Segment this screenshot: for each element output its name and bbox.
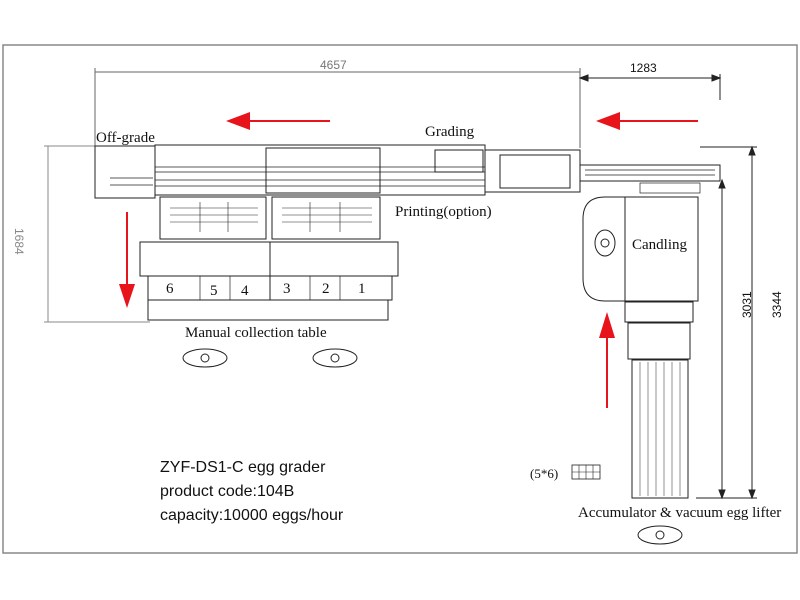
label-off-grade: Off-grade — [96, 130, 155, 146]
label-tray: (5*6) — [530, 466, 559, 481]
slot-label: 2 — [322, 281, 330, 297]
dim-lifter-width: 1283 — [630, 61, 657, 75]
label-grading: Grading — [425, 124, 475, 140]
tray-sections — [159, 196, 381, 240]
label-accumulator: Accumulator & vacuum egg lifter — [578, 505, 782, 521]
drawing-border — [2, 44, 798, 554]
label-manual-table: Manual collection table — [185, 325, 327, 341]
off-grade-unit — [94, 145, 156, 199]
collection-slots-frame — [139, 241, 399, 321]
dim-grader-width: 1684 — [12, 228, 26, 255]
info-capacity: capacity:10000 eggs/hour — [160, 507, 344, 524]
dim-total-depth: 3344 — [770, 291, 784, 318]
main-conveyor — [154, 144, 486, 196]
lifter-feed-conveyor — [579, 164, 721, 194]
dim-line-grader-width — [44, 145, 150, 323]
accumulator-lifter-body — [624, 301, 694, 499]
dim-line-total-depth — [700, 145, 757, 500]
dim-line-total-length — [94, 68, 581, 148]
dim-line-lifter-length — [696, 178, 727, 500]
egg-tray-icon — [571, 464, 601, 480]
dim-total-length: 4657 — [320, 58, 347, 72]
grading-unit — [434, 149, 581, 193]
flow-arrows — [119, 112, 698, 408]
info-code: product code:104B — [160, 483, 295, 500]
slot-label: 3 — [283, 281, 291, 297]
label-candling: Candling — [632, 237, 687, 253]
slot-label: 1 — [358, 281, 366, 297]
slot-label: 6 — [166, 281, 174, 297]
label-printing: Printing(option) — [395, 204, 492, 220]
info-model: ZYF-DS1-C egg grader — [160, 459, 326, 476]
candling-unit — [582, 196, 699, 302]
slot-label: 5 — [210, 283, 218, 299]
view-symbols — [182, 348, 683, 545]
dim-lifter-length: 3031 — [740, 291, 754, 318]
slot-label: 4 — [241, 283, 249, 299]
dim-line-lifter-width — [578, 74, 722, 100]
